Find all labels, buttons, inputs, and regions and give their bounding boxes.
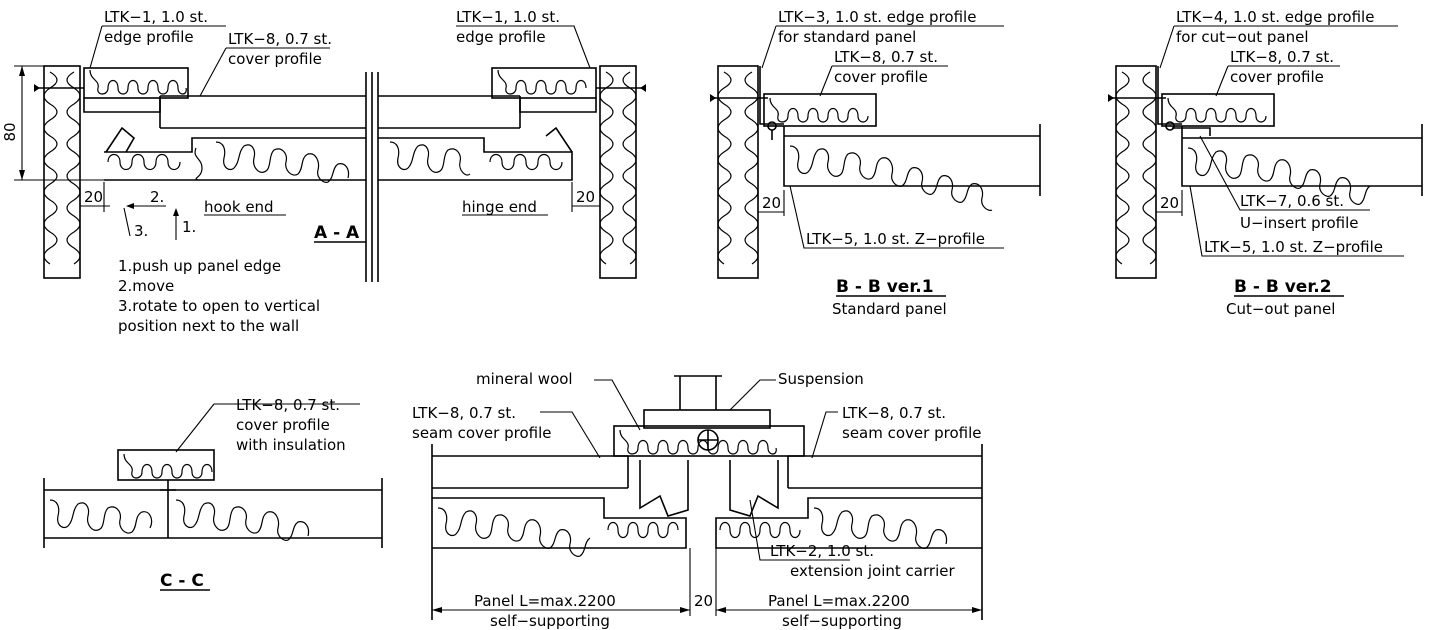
edge-right-line1: LTK−1, 1.0 st.	[456, 8, 560, 26]
caption-cc: C - C	[160, 571, 204, 591]
cover-line2: cover profile	[228, 50, 322, 68]
seam-left-line2: seam cover profile	[412, 424, 551, 442]
bb1-cover-line2: cover profile	[834, 68, 928, 86]
caption-bb2: B - B ver.2	[1234, 277, 1332, 297]
seam-left-line1: LTK−8, 0.7 st.	[412, 404, 516, 422]
bb1-cover-line1: LTK−8, 0.7 st.	[834, 48, 938, 66]
bb1-edge-line1: LTK−3, 1.0 st. edge profile	[778, 8, 976, 26]
seam-right-line1: LTK−8, 0.7 st.	[842, 404, 946, 422]
step3-label: 3.	[134, 222, 148, 240]
joint-gap: 20	[694, 592, 713, 610]
section-joint: 20 Panel L=max.2200 self−supporting Pane…	[412, 370, 983, 630]
step2-label: 2.	[150, 188, 164, 206]
instruction-3: 3.rotate to open to vertical	[118, 297, 320, 315]
bb2-edge-line1: LTK−4, 1.0 st. edge profile	[1176, 8, 1374, 26]
bb2-dim: 20	[1160, 194, 1179, 212]
section-aa: 80 20 20 2. 3. 1. hook end hinge end A -…	[1, 8, 646, 335]
instruction-2: 2.move	[118, 277, 174, 295]
bb2-cover-line1: LTK−8, 0.7 st.	[1230, 48, 1334, 66]
bb1-edge-line2: for standard panel	[778, 28, 916, 46]
bb2-edge-line2: for cut−out panel	[1176, 28, 1309, 46]
section-cc: LTK−8, 0.7 st. cover profile with insula…	[43, 396, 383, 591]
bb2-zprofile: LTK−5, 1.0 st. Z−profile	[1204, 238, 1383, 256]
suspension-label: Suspension	[778, 370, 864, 388]
panel-left-line2: self−supporting	[490, 612, 610, 630]
section-bb1: 20 LTK−3, 1.0 st. edge profile for stand…	[710, 8, 1041, 318]
bb1-dim: 20	[762, 194, 781, 212]
cc-cover-line2: cover profile	[236, 416, 330, 434]
bb1-zprofile: LTK−5, 1.0 st. Z−profile	[806, 230, 985, 248]
edge-right-line2: edge profile	[456, 28, 546, 46]
bb1-subcaption: Standard panel	[832, 300, 947, 318]
hook-end-label: hook end	[204, 198, 274, 216]
cc-cover-line1: LTK−8, 0.7 st.	[236, 396, 340, 414]
dim-left: 20	[84, 188, 103, 206]
edge-left-line1: LTK−1, 1.0 st.	[104, 8, 208, 26]
carrier-line2: extension joint carrier	[790, 562, 955, 580]
instruction-1: 1.push up panel edge	[118, 257, 281, 275]
dim-height: 80	[1, 122, 19, 141]
panel-right-line1: Panel L=max.2200	[768, 592, 910, 610]
panel-left-line1: Panel L=max.2200	[474, 592, 616, 610]
bb2-uinsert-line2: U−insert profile	[1240, 214, 1358, 232]
seam-right-line2: seam cover profile	[842, 424, 981, 442]
dim-right: 20	[576, 188, 595, 206]
caption-bb1: B - B ver.1	[836, 277, 934, 297]
bb2-subcaption: Cut−out panel	[1226, 300, 1335, 318]
cc-cover-line3: with insulation	[236, 436, 346, 454]
hinge-end-label: hinge end	[462, 198, 537, 216]
mineral-wool-label: mineral wool	[476, 370, 573, 388]
instruction-4: position next to the wall	[118, 317, 299, 335]
bb2-cover-line2: cover profile	[1230, 68, 1324, 86]
cover-line1: LTK−8, 0.7 st.	[228, 30, 332, 48]
caption-aa: A - A	[314, 223, 360, 243]
panel-right-line2: self−supporting	[782, 612, 902, 630]
edge-left-line2: edge profile	[104, 28, 194, 46]
step1-label: 1.	[182, 218, 196, 236]
bb2-uinsert-line1: LTK−7, 0.6 st.	[1240, 192, 1344, 210]
section-bb2: 20 LTK−4, 1.0 st. edge profile for cut−o…	[1108, 8, 1423, 318]
carrier-line1: LTK−2, 1.0 st.	[770, 542, 874, 560]
